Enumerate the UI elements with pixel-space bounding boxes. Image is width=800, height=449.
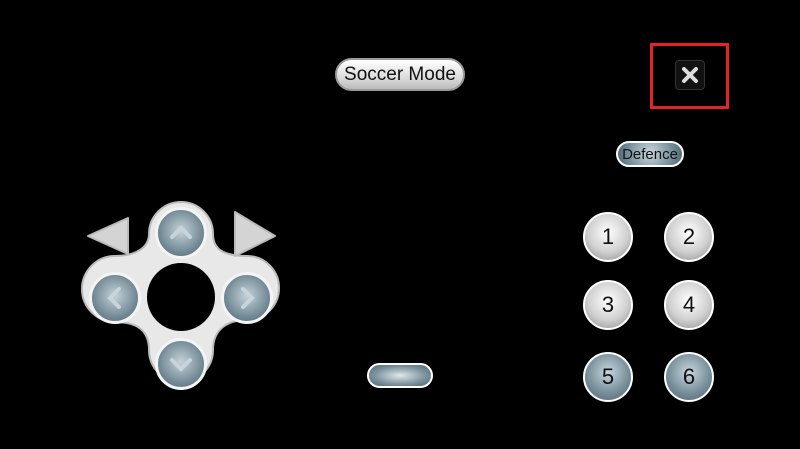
chevron-up-icon <box>170 225 192 239</box>
soccer-mode-title: Soccer Mode <box>335 58 465 91</box>
number-button-5[interactable]: 5 <box>583 352 633 402</box>
dpad-down-button[interactable] <box>155 338 207 390</box>
rotate-right-button[interactable] <box>234 211 276 257</box>
chevron-down-icon <box>170 358 192 372</box>
number-button-6[interactable]: 6 <box>664 352 714 402</box>
dpad-left-button[interactable] <box>89 272 141 324</box>
close-button[interactable] <box>675 60 705 90</box>
number-button-1[interactable]: 1 <box>583 212 633 262</box>
dpad-right-button[interactable] <box>221 272 273 324</box>
number-button-4[interactable]: 4 <box>664 280 714 330</box>
number-button-2[interactable]: 2 <box>664 212 714 262</box>
close-icon <box>682 67 698 83</box>
number-button-3[interactable]: 3 <box>583 280 633 330</box>
center-action-button[interactable] <box>367 363 433 388</box>
chevron-right-icon <box>241 287 255 309</box>
dpad-up-button[interactable] <box>155 207 207 259</box>
rotate-left-button[interactable] <box>87 217 129 255</box>
chevron-left-icon <box>107 287 121 309</box>
highlight-box <box>650 43 729 109</box>
defence-button[interactable]: Defence <box>616 141 684 167</box>
